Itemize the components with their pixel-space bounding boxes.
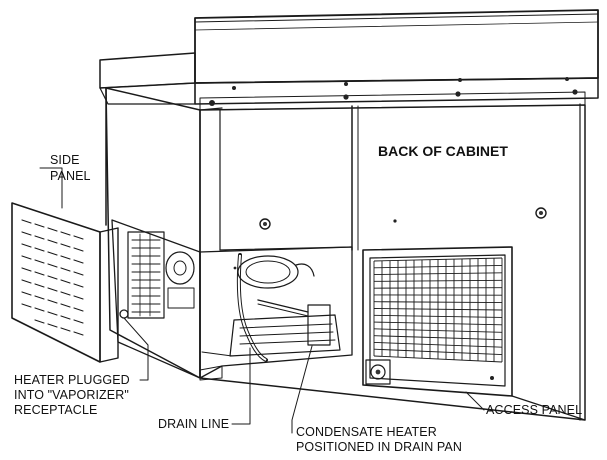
grille-bar xyxy=(373,279,503,282)
side-panel-label-line1: SIDE xyxy=(50,153,80,167)
condensate-label-line2: POSITIONED IN DRAIN PAN xyxy=(296,440,462,454)
heater-leader xyxy=(123,317,149,381)
grille-bar xyxy=(373,301,503,304)
grille-bar xyxy=(373,328,503,333)
back-of-cabinet-label: BACK OF CABINET xyxy=(378,143,508,159)
heater-label-line3: RECEPTACLE xyxy=(14,403,97,417)
side-panel-louvers xyxy=(21,219,84,336)
access-panel-leader xyxy=(465,391,485,411)
cabinet-base xyxy=(199,365,586,421)
grille-bar xyxy=(373,341,503,348)
grille-bar xyxy=(373,257,503,262)
side-panel-leader xyxy=(39,167,63,209)
grille-bar xyxy=(373,314,503,318)
grille-bar xyxy=(373,308,503,311)
labels: BACK OF CABINET SIDE PANEL HEATER PLUGGE… xyxy=(14,143,582,454)
access-panel-grille xyxy=(373,257,503,363)
drain-line-leader xyxy=(231,347,251,425)
access-panel xyxy=(362,246,513,397)
condensate-leader xyxy=(291,345,313,434)
side-panel-label-line2: PANEL xyxy=(50,169,91,183)
grille-bar xyxy=(373,348,503,356)
grille-bar xyxy=(373,355,503,363)
heater-label-line1: HEATER PLUGGED xyxy=(14,373,130,387)
grille-bar xyxy=(373,335,503,341)
condensate-label-line1: CONDENSATE HEATER xyxy=(296,425,437,439)
side-panel xyxy=(11,202,119,363)
grille-bar xyxy=(373,321,503,326)
grille-bar xyxy=(373,272,503,276)
compressor xyxy=(165,251,195,309)
drain-line-label: DRAIN LINE xyxy=(158,417,229,431)
access-panel-label: ACCESS PANEL xyxy=(486,403,582,417)
heater-label-line2: INTO "VAPORIZER" xyxy=(14,388,129,402)
condenser-coil xyxy=(127,231,165,319)
cabinet-top xyxy=(99,9,599,111)
grille-bar xyxy=(373,264,503,269)
callout-lines xyxy=(39,167,485,434)
